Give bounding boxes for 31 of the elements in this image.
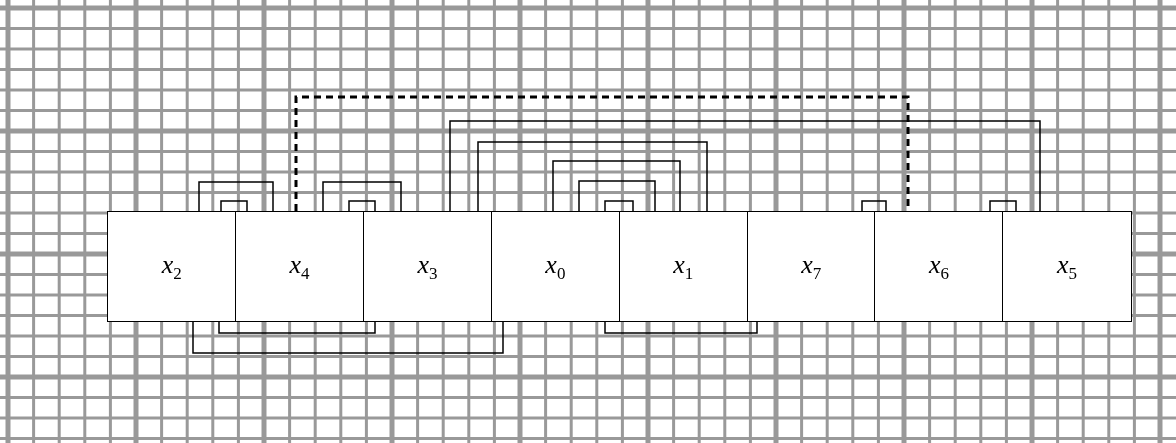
connector-line xyxy=(294,95,910,211)
variable-label: x$_{6}$ xyxy=(929,249,950,284)
connector-line xyxy=(220,200,248,212)
variable-label: x$_{7}$ xyxy=(801,249,822,284)
variable-label: x$_{4}$ xyxy=(289,249,310,284)
connector-line xyxy=(218,321,376,334)
variable-box xyxy=(234,211,365,322)
connector-line xyxy=(604,200,634,212)
variable-box xyxy=(362,211,493,322)
connector-line xyxy=(449,120,1041,212)
connector-line xyxy=(192,321,504,354)
variable-box xyxy=(1002,211,1132,322)
variable-box xyxy=(490,211,621,322)
connector-line xyxy=(861,200,887,212)
connector-line xyxy=(989,200,1017,212)
connector-line xyxy=(604,321,758,334)
connector-line xyxy=(348,200,376,212)
variable-label: x$_{5}$ xyxy=(1056,249,1077,284)
variable-label: x$_{1}$ xyxy=(673,249,694,284)
variable-box xyxy=(618,211,748,322)
variable-label: x$_{2}$ xyxy=(161,249,182,284)
variable-label: x$_{0}$ xyxy=(545,249,566,284)
connector-line xyxy=(477,141,708,212)
variable-box xyxy=(107,211,237,322)
connector-line xyxy=(552,160,681,212)
variable-box xyxy=(746,211,876,322)
connector-line xyxy=(578,180,656,212)
variable-box xyxy=(874,211,1004,322)
connector-line xyxy=(322,181,402,212)
variable-label: x$_{3}$ xyxy=(417,249,438,284)
connector-line xyxy=(198,181,274,212)
